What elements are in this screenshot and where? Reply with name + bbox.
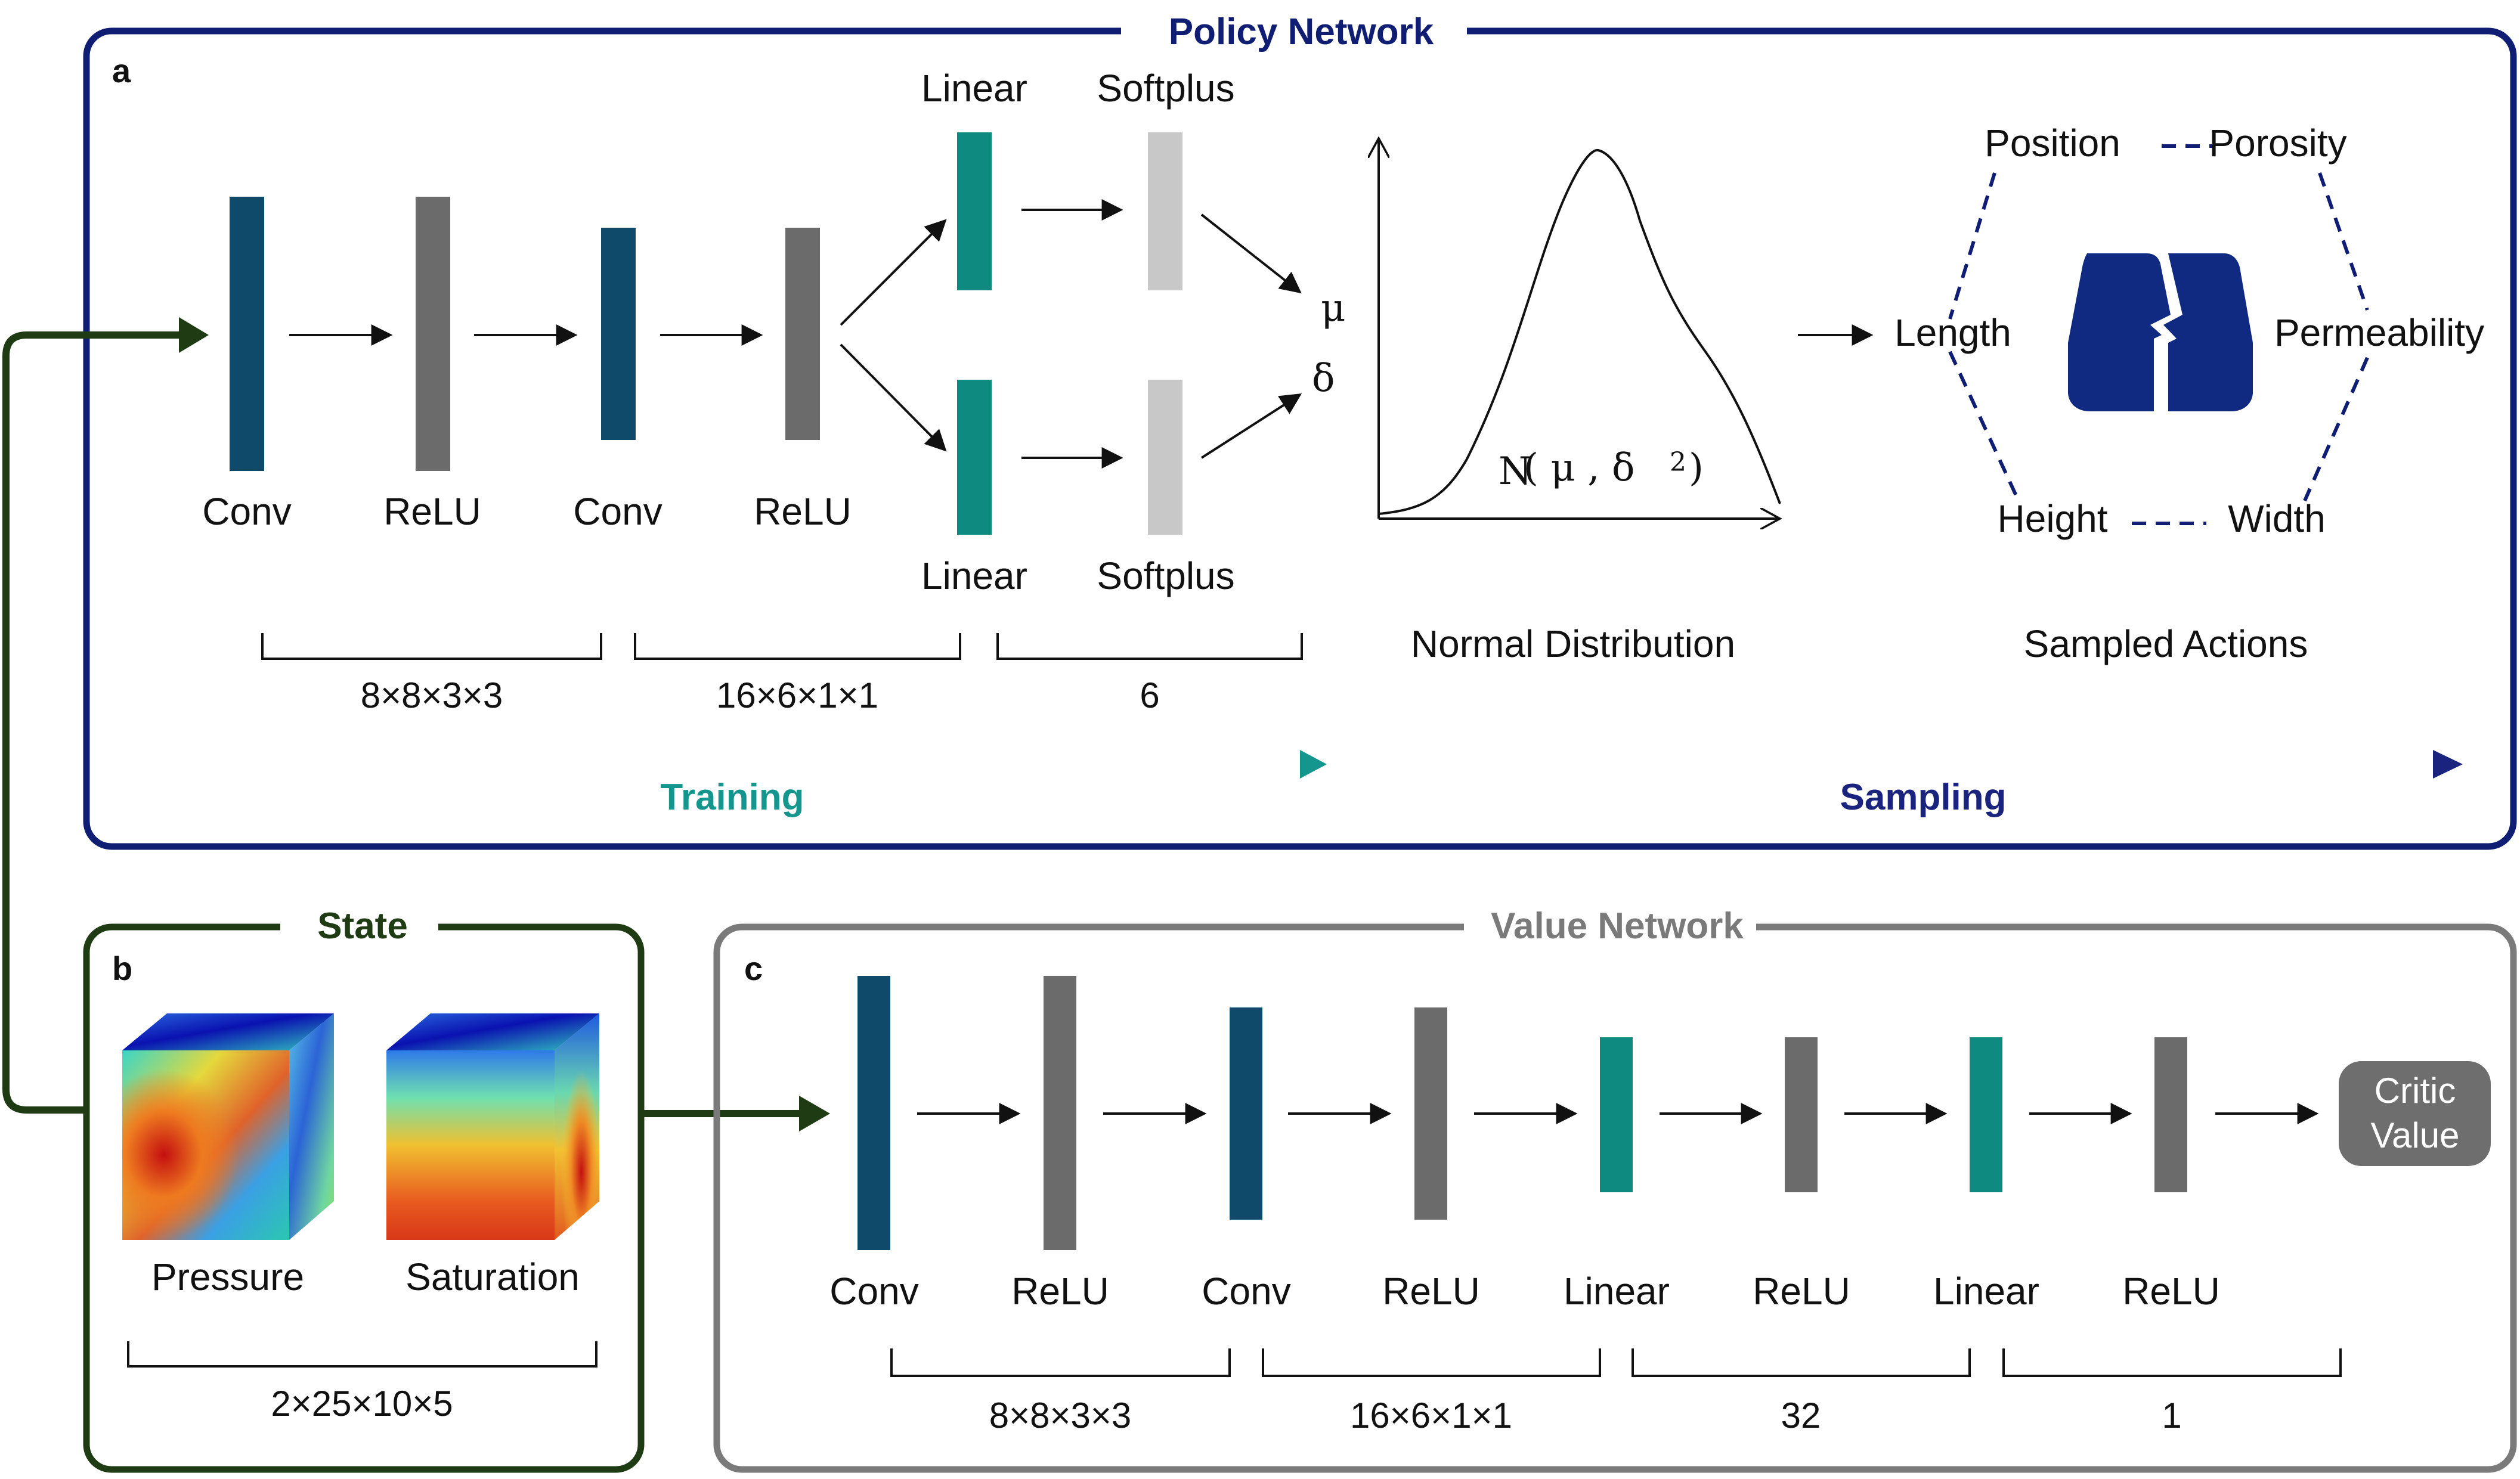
softplus-layer-bottom bbox=[1148, 380, 1182, 535]
state-to-policy-arrowhead bbox=[179, 317, 209, 353]
state-title-mask bbox=[280, 906, 438, 948]
value-linear-layer-1 bbox=[1600, 1037, 1633, 1192]
relu-layer-1 bbox=[416, 197, 450, 471]
sampled-actions-hexagon: Position Porosity Length Permeability He… bbox=[1894, 122, 2484, 665]
normal-distribution-plot: N ( μ , δ 2 ) Normal Distribution bbox=[1379, 138, 1780, 665]
layer-label: ReLU bbox=[2122, 1270, 2220, 1313]
layer-label: Linear bbox=[1564, 1270, 1670, 1313]
conv-layer-1 bbox=[230, 197, 264, 471]
action-length: Length bbox=[1894, 311, 2011, 354]
policy-dim-brackets bbox=[261, 633, 1303, 660]
critic-label-line2: Value bbox=[2370, 1115, 2459, 1155]
dim-label: 16×6×1×1 bbox=[1350, 1396, 1512, 1435]
state-dim-bracket bbox=[127, 1341, 598, 1368]
value-linear-layer-2 bbox=[1970, 1037, 2002, 1192]
distribution-label: Normal Distribution bbox=[1411, 622, 1735, 665]
saturation-cube bbox=[386, 1013, 599, 1240]
value-relu-layer-2 bbox=[1414, 1007, 1447, 1220]
value-panel: Value Network c Critic Value Conv ReLU C… bbox=[713, 906, 2517, 1473]
dim-label: 8×8×3×3 bbox=[361, 675, 503, 715]
policy-arrows bbox=[289, 199, 1302, 469]
action-height: Height bbox=[1998, 497, 2108, 540]
layer-label: Conv bbox=[202, 490, 291, 533]
dim-label: 6 bbox=[1140, 675, 1159, 715]
state-title: State bbox=[317, 906, 408, 947]
value-title: Value Network bbox=[1491, 906, 1744, 947]
formula-close: ) bbox=[1689, 446, 1704, 490]
layer-label: Softplus bbox=[1097, 67, 1234, 110]
saturation-label: Saturation bbox=[405, 1255, 580, 1298]
state-to-value-arrowhead bbox=[799, 1096, 830, 1131]
value-relu-layer-1 bbox=[1044, 976, 1076, 1250]
action-permeability: Permeability bbox=[2274, 311, 2484, 354]
action-porosity: Porosity bbox=[2209, 122, 2346, 165]
state-panel: State b Pressure Saturation 2×25×10×5 bbox=[83, 906, 645, 1473]
dim-label: 1 bbox=[2162, 1396, 2181, 1435]
sampling-label: Sampling bbox=[1840, 777, 2006, 818]
layer-label: Linear bbox=[921, 554, 1027, 597]
layer-label: Conv bbox=[1202, 1270, 1290, 1313]
softplus-layer-top bbox=[1148, 132, 1182, 290]
mu-symbol: μ bbox=[1321, 286, 1346, 330]
value-dim-brackets bbox=[890, 1348, 2342, 1377]
normal-curve bbox=[1378, 148, 1781, 515]
arrow bbox=[1200, 393, 1302, 459]
value-panel-border bbox=[713, 923, 2517, 1473]
pressure-label: Pressure bbox=[151, 1255, 304, 1298]
dim-label: 32 bbox=[1781, 1396, 1821, 1435]
policy-title-mask bbox=[1121, 12, 1467, 52]
layer-label: Conv bbox=[829, 1270, 918, 1313]
action-width: Width bbox=[2228, 497, 2326, 540]
value-relu-layer-4 bbox=[2154, 1037, 2187, 1192]
hexagon-dashed-outline bbox=[1948, 144, 2369, 525]
layer-label: Linear bbox=[1933, 1270, 2039, 1313]
policy-panel: Policy Network a μ δ Conv ReLU Conv ReLU bbox=[83, 11, 2517, 850]
layer-label: ReLU bbox=[1011, 1270, 1109, 1313]
policy-title: Policy Network bbox=[1169, 11, 1434, 52]
panel-letter-a: a bbox=[112, 52, 131, 89]
training-arrow-head bbox=[1300, 750, 1327, 779]
delta-symbol: δ bbox=[1312, 356, 1335, 401]
action-position: Position bbox=[1985, 122, 2120, 165]
value-title-mask bbox=[1464, 906, 1756, 948]
layer-label: ReLU bbox=[754, 490, 852, 533]
arrow bbox=[840, 219, 947, 326]
layer-label: Linear bbox=[921, 67, 1027, 110]
layer-label: ReLU bbox=[1753, 1270, 1850, 1313]
layer-label: ReLU bbox=[1382, 1270, 1480, 1313]
formula-exponent: 2 bbox=[1670, 447, 1686, 478]
critic-label-line1: Critic bbox=[2375, 1071, 2456, 1111]
value-conv-layer-2 bbox=[1230, 1007, 1262, 1220]
training-label: Training bbox=[660, 777, 804, 818]
panel-letter-c: c bbox=[744, 950, 763, 987]
arrow bbox=[840, 343, 947, 452]
value-relu-layer-3 bbox=[1785, 1037, 1818, 1192]
layer-label: Conv bbox=[573, 490, 662, 533]
formula-args: ( μ , δ bbox=[1524, 446, 1634, 490]
actions-label: Sampled Actions bbox=[2024, 622, 2308, 665]
dim-label: 16×6×1×1 bbox=[716, 675, 878, 715]
dim-label: 2×25×10×5 bbox=[271, 1384, 453, 1424]
layer-label: ReLU bbox=[383, 490, 481, 533]
policy-panel-border bbox=[83, 27, 2517, 850]
sampling-arrow-head bbox=[2433, 750, 2463, 779]
fracture-icon bbox=[2068, 253, 2253, 411]
relu-layer-2 bbox=[785, 228, 820, 440]
value-conv-layer-1 bbox=[857, 976, 890, 1250]
linear-layer-bottom bbox=[957, 380, 992, 535]
critic-value-output bbox=[2339, 1061, 2491, 1166]
linear-layer-top bbox=[957, 132, 992, 290]
dim-label: 8×8×3×3 bbox=[989, 1396, 1132, 1435]
conv-layer-2 bbox=[601, 228, 636, 440]
state-to-policy-line bbox=[2, 331, 179, 1114]
panel-letter-b: b bbox=[112, 950, 132, 987]
pressure-cube bbox=[122, 1013, 334, 1240]
layer-label: Softplus bbox=[1097, 554, 1234, 597]
arrow bbox=[1200, 213, 1302, 294]
formula-n: N bbox=[1499, 449, 1532, 494]
